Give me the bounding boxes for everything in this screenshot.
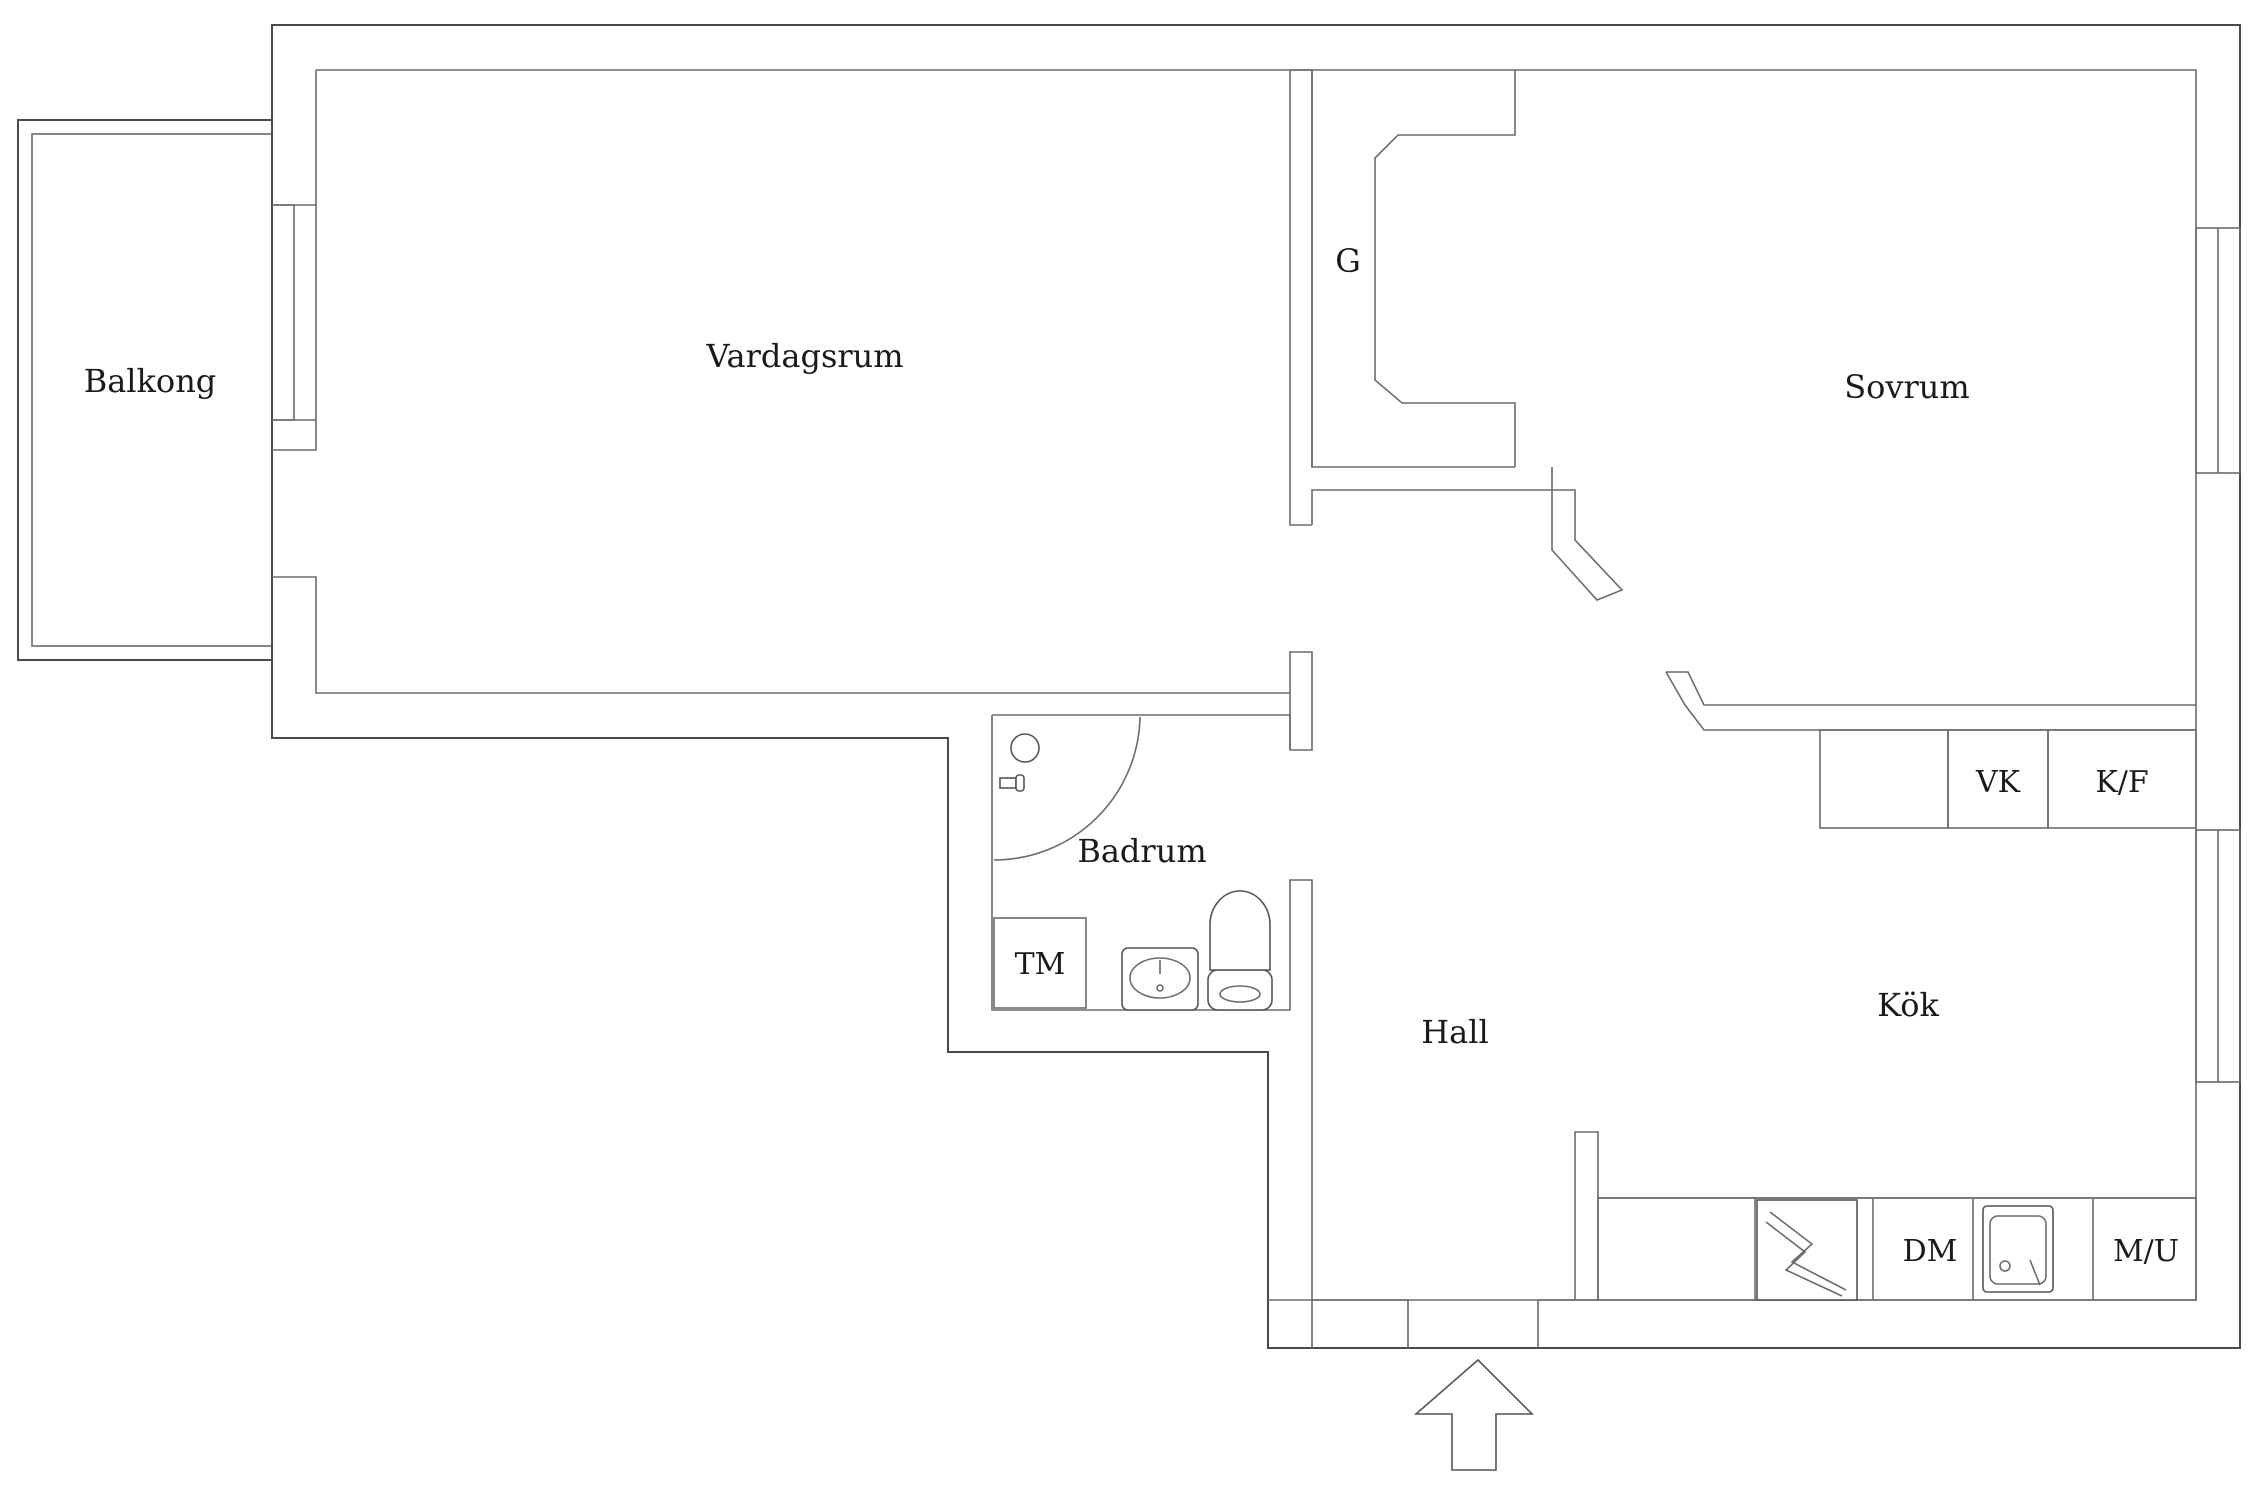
toilet-icon xyxy=(1207,890,1273,1011)
room-label-badrum: Badrum xyxy=(1077,832,1206,870)
fixture-label-mu: M/U xyxy=(2113,1234,2179,1269)
room-label-garderob: G xyxy=(1335,242,1361,280)
bathroom-walls xyxy=(991,714,1409,1348)
exterior-wall-inner xyxy=(316,69,2197,1301)
entrance-arrow-icon xyxy=(1413,1358,1534,1471)
living-room-walls xyxy=(272,70,1313,751)
stove-icon xyxy=(1756,1199,1858,1301)
room-label-hall: Hall xyxy=(1421,1013,1488,1051)
room-label-kok: Kök xyxy=(1877,986,1939,1024)
hall-walls xyxy=(1537,1131,2196,1348)
fixture-label-vk: VK xyxy=(1975,765,2021,800)
shower-icon xyxy=(993,716,1141,861)
fixture-label-tm: TM xyxy=(1015,947,1066,982)
room-label-vardagsrum: Vardagsrum xyxy=(705,337,903,375)
fixture-label-dm: DM xyxy=(1903,1234,1958,1269)
bedroom-walls xyxy=(1290,69,2196,731)
washbasin-icon xyxy=(1121,947,1199,1011)
room-label-balkong: Balkong xyxy=(84,362,217,400)
kitchen-window xyxy=(2195,829,2241,1083)
fixture-label-kf: K/F xyxy=(2095,765,2148,800)
washing-machine-box xyxy=(993,917,1087,1009)
kitchen-sink-icon xyxy=(1982,1205,2054,1293)
kitchen-counter xyxy=(1597,1197,2197,1301)
kitchen-upper-cabinets xyxy=(1819,729,2197,829)
bedroom-window xyxy=(2195,227,2241,474)
exterior-wall-outer xyxy=(271,24,2241,1349)
room-label-sovrum: Sovrum xyxy=(1844,368,1970,406)
